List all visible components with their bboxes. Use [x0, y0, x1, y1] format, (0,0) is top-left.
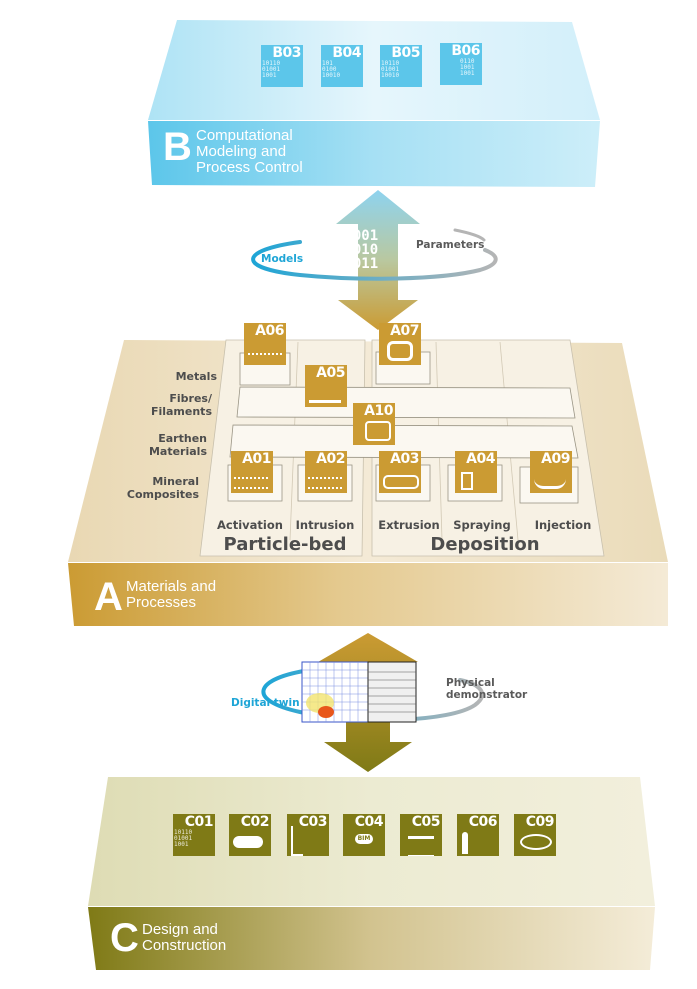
layer-c-title: Design and Construction: [142, 921, 227, 954]
tile-code: A02: [316, 451, 345, 467]
binary-data-readout: 01001 10010 10011: [336, 228, 379, 272]
tile-b05[interactable]: B05 10110 01001 10010: [380, 45, 422, 87]
layer-b-title: Computational Modeling and Process Contr…: [196, 127, 303, 176]
tile-c09[interactable]: C09: [514, 814, 556, 856]
earthen-row-band: [229, 424, 579, 459]
layer-a-front-face: [68, 563, 668, 626]
tile-code: C01: [184, 814, 214, 830]
tile-a05[interactable]: A05: [305, 365, 347, 407]
group-label-deposition: Deposition: [430, 534, 540, 555]
orbit-ring-tail: [453, 228, 486, 242]
tile-b03[interactable]: B03 10110 01001 1001: [261, 45, 303, 87]
double-arrow: [336, 190, 420, 330]
tile-c03[interactable]: C03: [287, 814, 329, 856]
tile-code: A03: [390, 451, 419, 467]
row-label-mineral: Mineral Composites: [126, 475, 199, 501]
tile-c01[interactable]: C01 10110 01001 1001: [173, 814, 215, 856]
tile-a06[interactable]: A06: [244, 323, 286, 365]
extrusion-nozzle-icon: [383, 475, 419, 489]
lifecycle-chart-icon: [520, 834, 552, 850]
row-label-metals: Metals: [175, 370, 217, 383]
tile-b04[interactable]: B04 101 0100 10010: [321, 45, 363, 87]
tile-code: A09: [541, 451, 570, 467]
laser-powder-bed-icon: [248, 353, 282, 363]
layer-c-letter: C: [110, 916, 139, 960]
connector-ac: [261, 633, 485, 772]
tile-code: C05: [411, 814, 441, 830]
layered-slab-icon: [408, 836, 434, 856]
tile-code: C02: [240, 814, 270, 830]
digital-twin-block: [301, 661, 369, 723]
tile-code: C04: [354, 814, 384, 830]
injection-nozzle-icon: [534, 476, 566, 489]
physical-demonstrator-label: Physical demonstrator: [446, 677, 528, 701]
tile-c02[interactable]: C02: [229, 814, 271, 856]
tile-code: B04: [332, 45, 361, 61]
robot-arm-track-icon: 10110 01001 10010: [381, 60, 400, 79]
col-label-intrusion: Intrusion: [295, 518, 355, 532]
tile-c05[interactable]: C05: [400, 814, 442, 856]
fibre-robot-icon: [309, 390, 341, 403]
robot-arm-mesh-icon: 0110 1001 1001: [460, 58, 475, 77]
shotcrete-spray-icon: [461, 472, 473, 490]
tile-a04[interactable]: A04: [455, 451, 497, 493]
connector-ba: [251, 190, 498, 330]
tile-b06[interactable]: B06 0110 1001 1001: [440, 43, 482, 85]
parameters-label: Parameters: [416, 239, 485, 251]
layer-a-title: Materials and Processes: [126, 578, 217, 611]
tile-code: A10: [364, 403, 393, 419]
pipes-wall-icon: [291, 826, 303, 856]
row-label-earthen: Earthen Materials: [148, 432, 207, 458]
orbit-ring-ba: [251, 240, 498, 281]
tile-code: A01: [242, 451, 271, 467]
physical-demonstrator-block: [367, 661, 417, 723]
tile-a01[interactable]: A01: [231, 451, 273, 493]
layer-b-letter: B: [163, 125, 192, 169]
robot-arm-binary-icon: 10110 01001 1001: [262, 60, 281, 79]
col-label-activation: Activation: [217, 518, 283, 532]
tile-code: A05: [316, 365, 345, 381]
fibres-row-band: [236, 386, 576, 419]
digital-twin-label: Digital twin: [231, 697, 300, 709]
row-label-fibres: Fibres/ Filaments: [150, 392, 212, 418]
models-label: Models: [261, 253, 304, 265]
layer-b-top-face: [148, 20, 600, 120]
tile-c06[interactable]: C06: [457, 814, 499, 856]
tile-a03[interactable]: A03: [379, 451, 421, 493]
layer-a-letter: A: [94, 575, 123, 619]
tile-c04[interactable]: C04 BIM: [343, 814, 385, 856]
tile-code: B06: [451, 43, 480, 59]
intrusion-nozzle-icon: [308, 477, 342, 489]
tile-a10[interactable]: A10: [353, 403, 395, 445]
tile-code: A04: [466, 451, 495, 467]
tile-code: A07: [390, 323, 419, 339]
earthen-hybrid-icon: [365, 421, 391, 441]
puzzle-pieces-icon: [233, 836, 263, 848]
tile-code: A06: [255, 323, 284, 339]
tile-a07[interactable]: A07: [379, 323, 421, 365]
robot-arm-measure-icon: 101 0100 10010: [322, 60, 341, 79]
tile-code: C03: [298, 814, 328, 830]
tile-code: C06: [468, 814, 498, 830]
col-label-spraying: Spraying: [453, 518, 511, 532]
human-robot-icon: [462, 832, 468, 854]
layer-b-front-face: [148, 121, 600, 187]
group-label-particle-bed: Particle-bed: [223, 534, 347, 555]
col-label-injection: Injection: [534, 518, 592, 532]
bim-arrows-icon: BIM: [355, 834, 373, 844]
tile-a09[interactable]: A09: [530, 451, 572, 493]
laser-deposition-icon: [387, 341, 413, 361]
tile-code: B05: [391, 45, 420, 61]
layer-c-front-face: [88, 907, 655, 970]
tile-a02[interactable]: A02: [305, 451, 347, 493]
tile-code: B03: [272, 45, 301, 61]
binary-grid-icon: 10110 01001 1001: [174, 829, 193, 848]
tile-code: C09: [525, 814, 555, 830]
selective-activation-icon: [234, 477, 268, 489]
col-label-extrusion: Extrusion: [378, 518, 440, 532]
